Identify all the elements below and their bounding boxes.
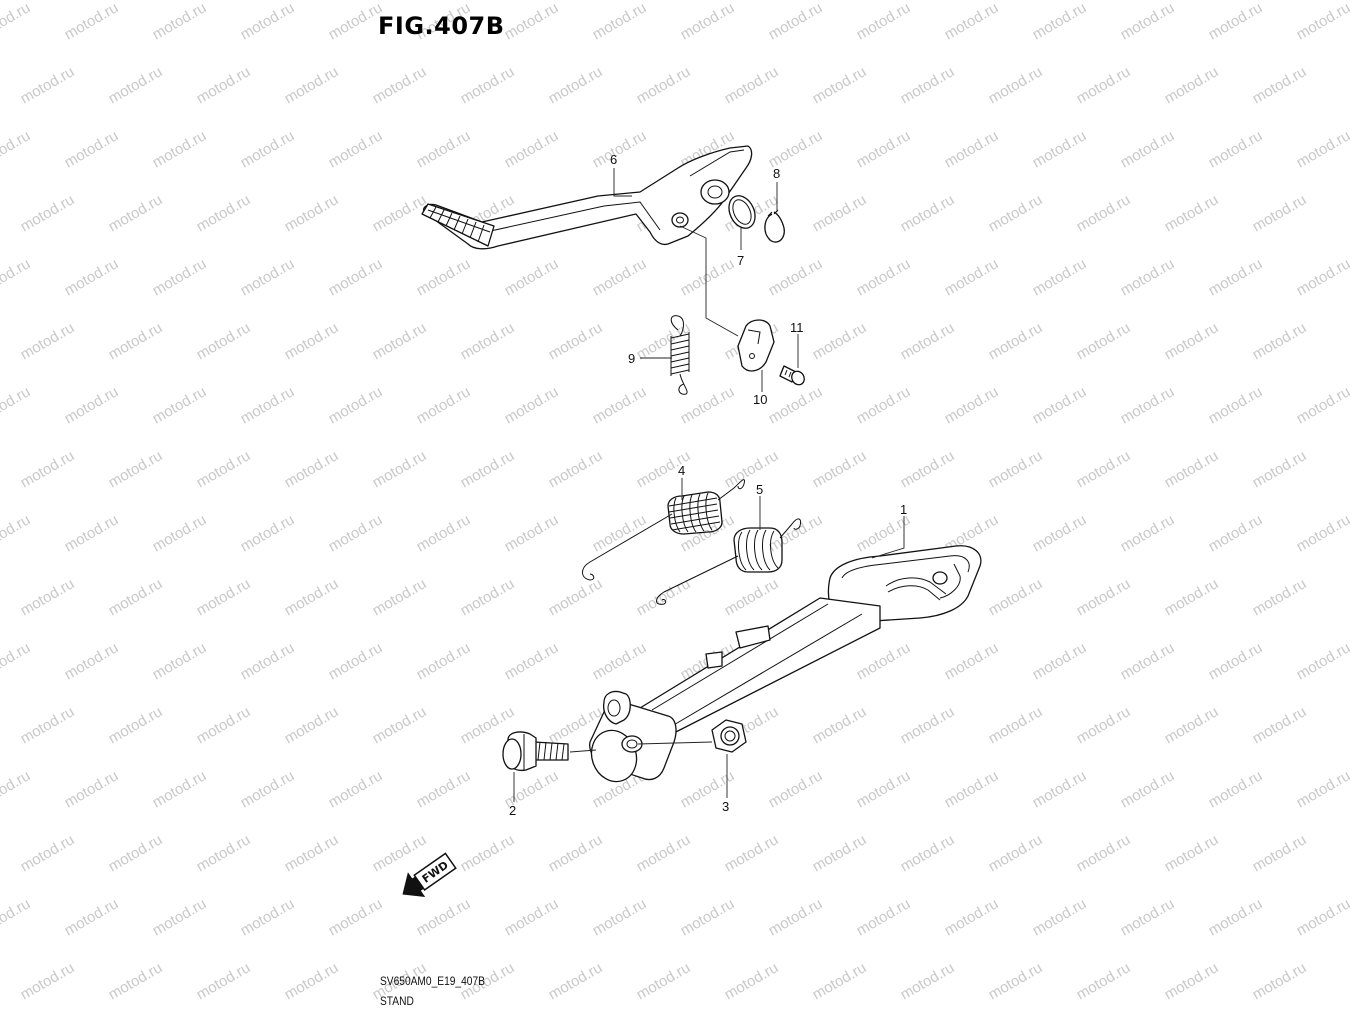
figure-name: STAND bbox=[380, 994, 414, 1008]
callout-9: 9 bbox=[628, 351, 635, 366]
small-spring-part[interactable] bbox=[670, 315, 690, 395]
callout-4: 4 bbox=[678, 463, 685, 478]
callout-7: 7 bbox=[737, 253, 744, 268]
callout-11: 11 bbox=[790, 320, 804, 335]
callout-8: 8 bbox=[773, 166, 780, 181]
side-stand-part[interactable] bbox=[584, 545, 982, 788]
callout-5: 5 bbox=[756, 482, 763, 497]
lower-stand-spring-part[interactable] bbox=[656, 518, 801, 605]
upper-stand-spring-part[interactable] bbox=[582, 479, 745, 581]
callout-3: 3 bbox=[722, 799, 729, 814]
washer-part[interactable] bbox=[724, 192, 760, 233]
figure-code: SV650AM0_E19_407B bbox=[380, 974, 485, 988]
callout-1: 1 bbox=[900, 502, 907, 517]
pivot-nut-part[interactable] bbox=[711, 719, 747, 753]
figure-title: FIG.407B bbox=[378, 12, 505, 40]
callout-labels: 1 2 3 4 5 6 7 8 9 10 11 bbox=[509, 152, 907, 818]
bracket-part[interactable] bbox=[737, 319, 775, 372]
callout-10: 10 bbox=[753, 392, 767, 407]
circlip-part[interactable] bbox=[764, 209, 785, 243]
pivot-bolt-part[interactable] bbox=[502, 731, 569, 772]
fwd-arrow-icon: FWD bbox=[402, 852, 457, 897]
callout-6: 6 bbox=[610, 152, 617, 167]
leader-lines bbox=[513, 168, 905, 802]
callout-2: 2 bbox=[509, 803, 516, 818]
small-bolt-part[interactable] bbox=[779, 365, 807, 387]
pedal-arm-part[interactable] bbox=[421, 145, 753, 250]
